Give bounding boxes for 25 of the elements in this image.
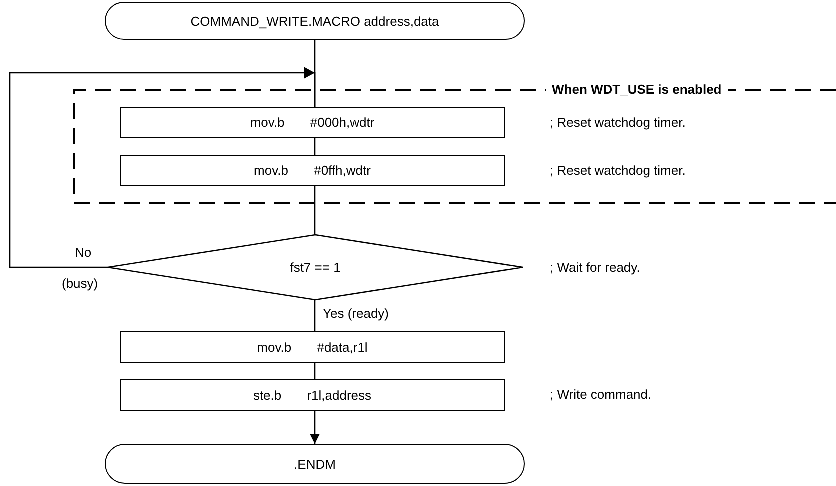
terminal-box <box>105 2 525 40</box>
connector-line <box>314 138 316 155</box>
condition-text: fst7 == 1 <box>290 260 341 275</box>
comment-text: ; Write command. <box>550 387 652 403</box>
instruction-text: mov.b #0ffh,wdtr <box>254 163 371 178</box>
connector-line <box>314 300 316 331</box>
instruction-text: ste.b r1l,address <box>253 388 372 402</box>
terminal-text: .ENDM <box>294 456 336 472</box>
connector-line <box>314 186 316 235</box>
connector-line <box>314 363 316 379</box>
branch-note: (busy) <box>62 276 98 292</box>
comment-text: ; Reset watchdog timer. <box>550 114 686 130</box>
process-box <box>120 331 505 363</box>
process-box <box>120 155 505 186</box>
terminal-text: COMMAND_WRITE.MACRO address,data <box>190 14 440 28</box>
arrow <box>310 411 320 444</box>
edge-label: Yes (ready) <box>322 306 390 322</box>
instruction-text: mov.b #data,r1l <box>257 340 368 354</box>
process-box <box>120 379 505 411</box>
instruction-text: mov.b #000h,wdtr <box>250 115 375 130</box>
comment-text: ; Reset watchdog timer. <box>550 162 686 178</box>
terminal-box <box>105 444 525 484</box>
decision-diamond <box>108 235 523 300</box>
process-box <box>120 107 505 138</box>
comment-text: ; Wait for ready. <box>550 260 640 276</box>
